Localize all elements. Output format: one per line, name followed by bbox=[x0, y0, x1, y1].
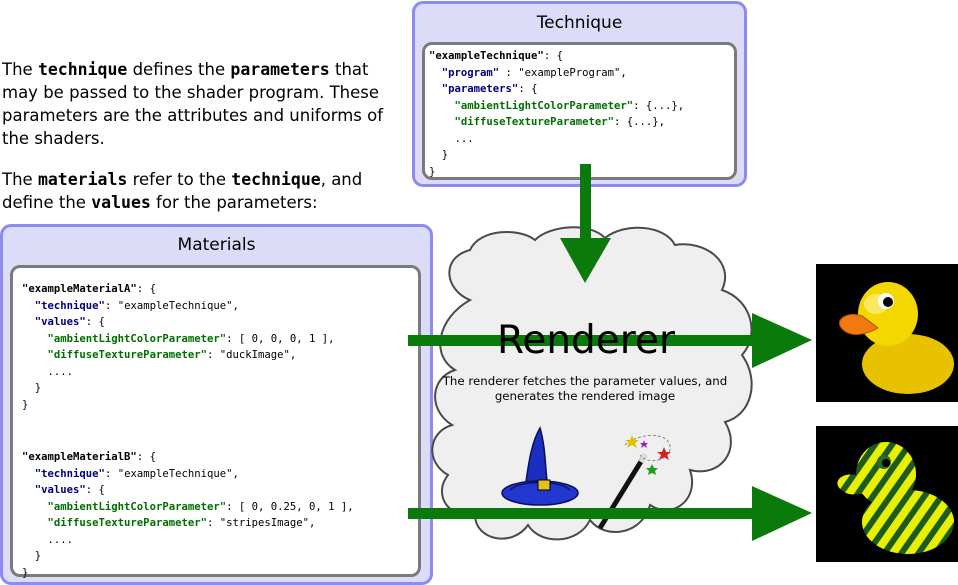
material-a-code: "exampleMaterialA": { "technique": "exam… bbox=[22, 281, 335, 413]
intro-text: refer to the bbox=[127, 170, 232, 189]
intro-text: The bbox=[2, 170, 38, 189]
code-key: "diffuseTextureParameter" bbox=[47, 349, 207, 361]
code-key: "technique" bbox=[34, 467, 105, 480]
code-text: } bbox=[429, 149, 449, 161]
code-text: : { bbox=[85, 316, 105, 328]
code-text: : { bbox=[518, 83, 538, 95]
technique-panel-title: Technique bbox=[536, 13, 623, 33]
intro-text: for the parameters: bbox=[150, 193, 318, 212]
intro-keyword: technique bbox=[231, 170, 321, 189]
striped-duck-render bbox=[816, 426, 958, 562]
code-key: "parameters" bbox=[441, 83, 519, 95]
intro-paragraph-technique: The technique defines the parameters tha… bbox=[2, 58, 402, 150]
code-key: "diffuseTextureParameter" bbox=[454, 116, 614, 128]
renderer-description: The renderer fetches the parameter value… bbox=[442, 374, 728, 403]
code-text: : "exampleTechnique", bbox=[104, 467, 239, 480]
code-text: } bbox=[22, 550, 42, 562]
code-key: "diffuseTextureParameter" bbox=[47, 517, 207, 529]
code-key: "technique" bbox=[34, 299, 105, 312]
code-text: } bbox=[22, 566, 29, 579]
code-key: "values" bbox=[34, 316, 86, 328]
arrow-technique-to-renderer bbox=[560, 164, 611, 283]
code-text: .... bbox=[22, 365, 74, 378]
intro-text: , and define the bbox=[2, 170, 363, 212]
intro-text: The bbox=[2, 60, 38, 79]
code-text: : "exampleProgram", bbox=[499, 66, 627, 79]
code-text: : { bbox=[543, 50, 563, 62]
intro-keyword: parameters bbox=[230, 60, 330, 79]
code-text: : { bbox=[136, 283, 156, 295]
material-b-code: "exampleMaterialB": { "technique": "exam… bbox=[22, 449, 354, 581]
intro-text: defines the bbox=[127, 60, 231, 79]
code-text: : "duckImage", bbox=[206, 349, 297, 361]
arrow-material-b-to-striped-duck bbox=[408, 486, 812, 541]
intro-keyword: values bbox=[91, 193, 151, 212]
materials-panel: Materials "exampleMaterialA": { "techniq… bbox=[0, 224, 433, 585]
code-key: "exampleMaterialA" bbox=[22, 283, 137, 295]
code-key: "ambientLightColorParameter" bbox=[47, 332, 227, 345]
code-text: : [ 0, 0, 0, 1 ], bbox=[226, 332, 335, 345]
code-text: : {...}, bbox=[633, 99, 685, 112]
materials-code-box: "exampleMaterialA": { "technique": "exam… bbox=[10, 265, 421, 579]
technique-code-box: "exampleTechnique": { "program" : "examp… bbox=[422, 42, 737, 180]
code-key: "program" bbox=[441, 66, 500, 79]
intro-keyword: materials bbox=[37, 170, 128, 189]
code-key: "ambientLightColorParameter" bbox=[454, 99, 634, 112]
wizard-hat-icon bbox=[501, 426, 579, 506]
code-text: } bbox=[429, 165, 436, 178]
intro-paragraph-materials: The materials refer to the technique, an… bbox=[2, 168, 402, 214]
renderer-title: Renderer bbox=[496, 318, 675, 363]
code-text: : { bbox=[85, 484, 105, 496]
code-text: : [ 0, 0.25, 0, 1 ], bbox=[226, 500, 354, 513]
code-text: ... bbox=[429, 132, 474, 145]
code-key: "exampleTechnique" bbox=[429, 50, 544, 62]
intro-keyword: technique bbox=[37, 60, 128, 79]
code-text: .... bbox=[22, 533, 74, 546]
code-text: : {...}, bbox=[613, 116, 665, 128]
code-key: "exampleMaterialB" bbox=[22, 451, 137, 463]
technique-code: "exampleTechnique": { "program" : "examp… bbox=[429, 48, 684, 180]
intro-text: that may be passed to the shader program… bbox=[2, 60, 384, 148]
code-text: : "exampleTechnique", bbox=[104, 299, 239, 312]
code-text: } bbox=[22, 382, 42, 394]
code-key: "values" bbox=[34, 484, 86, 496]
materials-panel-title: Materials bbox=[177, 235, 256, 255]
code-text: : "stripesImage", bbox=[206, 517, 316, 529]
code-text: } bbox=[22, 398, 29, 411]
technique-panel: Technique "exampleTechnique": { "program… bbox=[412, 1, 747, 187]
yellow-duck-render bbox=[816, 264, 958, 402]
code-key: "ambientLightColorParameter" bbox=[47, 500, 227, 513]
arrow-material-a-to-duck bbox=[408, 313, 812, 368]
code-text: : { bbox=[136, 451, 156, 463]
